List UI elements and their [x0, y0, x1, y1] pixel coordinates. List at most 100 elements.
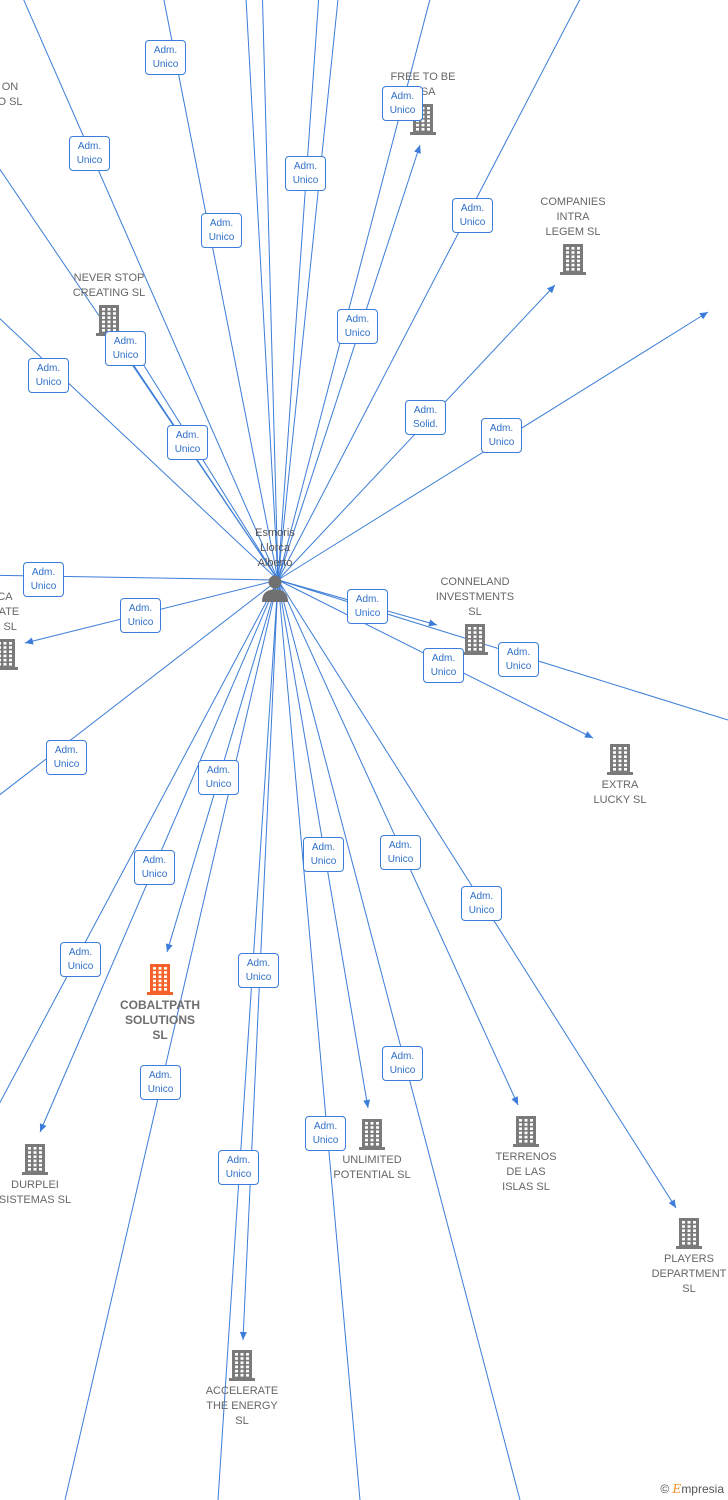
arrowhead: [546, 285, 555, 294]
arrowhead: [239, 1331, 247, 1340]
building-icon: [560, 244, 586, 275]
relationship-edge: [277, 579, 361, 1500]
company-node-c5[interactable]: NEVER STOP CREATING SL: [44, 271, 174, 339]
company-name: PLAYERS DEPARTMENT SL: [651, 1253, 727, 1295]
company-name: ACCELERATE THE ENERGY SL: [205, 1385, 279, 1427]
role-badge[interactable]: Adm. Unico: [145, 40, 186, 75]
company-node-c2[interactable]: FREE TO BE E SA: [358, 70, 488, 138]
role-badge[interactable]: Adm. Unico: [218, 1150, 259, 1185]
arrowhead: [39, 1123, 47, 1132]
role-badge[interactable]: Adm. Unico: [347, 589, 388, 624]
arrowhead: [25, 637, 34, 645]
building-icon: [607, 744, 633, 775]
company-name: ON O SL: [0, 81, 23, 108]
relationship-edge: [23, 0, 279, 581]
company-node-c6[interactable]: CA RATE E SL: [0, 590, 70, 673]
role-badge[interactable]: Adm. Unico: [198, 760, 239, 795]
role-badge[interactable]: Adm. Unico: [380, 835, 421, 870]
role-badge[interactable]: Adm. Solid.: [405, 400, 446, 435]
relationship-edge: [163, 0, 279, 581]
role-badge[interactable]: Adm. Unico: [481, 418, 522, 453]
company-name: COBALTPATH SOLUTIONS SL: [120, 998, 200, 1042]
role-badge[interactable]: Adm. Unico: [452, 198, 493, 233]
company-node-c7[interactable]: CONNELAND INVESTMENTS SL: [410, 575, 540, 658]
role-badge[interactable]: Adm. Unico: [382, 86, 423, 121]
role-badge[interactable]: Adm. Unico: [305, 1116, 346, 1151]
company-node-c3[interactable]: COMPANIES INTRA LEGEM SL: [508, 195, 638, 278]
building-icon: [229, 1350, 255, 1381]
relationship-edge: [0, 579, 279, 796]
role-badge[interactable]: Adm. Unico: [69, 136, 110, 171]
company-name: COMPANIES INTRA LEGEM SL: [540, 196, 606, 238]
relationship-edge: [277, 144, 421, 581]
arrowhead: [363, 1099, 371, 1108]
company-name: UNLIMITED POTENTIAL SL: [333, 1154, 411, 1181]
role-badge[interactable]: Adm. Unico: [46, 740, 87, 775]
arrowhead: [414, 145, 421, 154]
role-badge[interactable]: Adm. Unico: [167, 425, 208, 460]
role-badge[interactable]: Adm. Unico: [337, 309, 378, 344]
company-name: GE ADVIS: [690, 236, 728, 266]
arrowhead: [511, 1096, 518, 1105]
relationship-edge: [262, 0, 279, 581]
company-node-c1[interactable]: ON O SL: [0, 80, 75, 110]
role-badge[interactable]: Adm. Unico: [120, 598, 161, 633]
building-icon: [513, 1116, 539, 1147]
role-badge[interactable]: Adm. Unico: [423, 648, 464, 683]
role-badge[interactable]: Adm. Unico: [140, 1065, 181, 1100]
brand-initial: E: [672, 1482, 682, 1496]
arrowhead: [699, 312, 708, 320]
arrowhead: [165, 943, 173, 952]
company-name: TERRENOS DE LAS ISLAS SL: [495, 1151, 557, 1193]
company-node-c8[interactable]: EXTRA LUCKY SL: [555, 740, 685, 808]
role-badge[interactable]: Adm. Unico: [23, 562, 64, 597]
building-icon: [96, 305, 122, 336]
company-name: NEVER STOP CREATING SL: [72, 272, 146, 299]
company-node-c14[interactable]: ACCELERATE THE ENERGY SL: [177, 1346, 307, 1429]
company-name: CA RATE E SL: [0, 591, 20, 633]
role-badge[interactable]: Adm. Unico: [28, 358, 69, 393]
company-name: EXTRA LUCKY SL: [593, 779, 647, 806]
company-node-c13[interactable]: PLAYERS DEPARTMENT SL: [624, 1214, 728, 1297]
building-icon: [359, 1119, 385, 1150]
building-icon: [676, 1218, 702, 1249]
relationship-edge: [277, 0, 431, 581]
relationship-edge: [0, 318, 279, 581]
company-name: FREE TO BE E SA: [390, 71, 456, 98]
arrowhead: [584, 731, 593, 738]
relationship-edge: [277, 0, 581, 581]
relationship-edge: [0, 579, 279, 1104]
building-icon: [462, 624, 488, 655]
company-node-c10[interactable]: DURPLEI SISTEMAS SL: [0, 1140, 100, 1208]
relationship-edge: [277, 0, 320, 581]
role-badge[interactable]: Adm. Unico: [382, 1046, 423, 1081]
role-badge[interactable]: Adm. Unico: [285, 156, 326, 191]
company-name: CONNELAND INVESTMENTS SL: [435, 576, 515, 618]
arrowhead: [428, 619, 437, 627]
role-badge[interactable]: Adm. Unico: [238, 953, 279, 988]
role-badge[interactable]: Adm. Unico: [105, 331, 146, 366]
company-node-c9[interactable]: COBALTPATH SOLUTIONS SL: [95, 960, 225, 1043]
person-node[interactable]: Esmoris Llorca Alberto: [235, 511, 315, 620]
company-node-c11[interactable]: UNLIMITED POTENTIAL SL: [307, 1115, 437, 1183]
company-node-c4[interactable]: GE ADVIS: [690, 236, 728, 266]
arrowhead: [668, 1199, 676, 1208]
relationship-edge: [64, 579, 279, 1500]
role-badge[interactable]: Adm. Unico: [60, 942, 101, 977]
company-node-c12[interactable]: TERRENOS DE LAS ISLAS SL: [461, 1112, 591, 1195]
role-badge[interactable]: Adm. Unico: [303, 837, 344, 872]
role-badge[interactable]: Adm. Unico: [461, 886, 502, 921]
relationship-edge: [217, 579, 279, 1500]
company-name: DURPLEI SISTEMAS SL: [0, 1179, 72, 1206]
role-badge[interactable]: Adm. Unico: [134, 850, 175, 885]
relationship-edge: [277, 0, 339, 581]
role-badge[interactable]: Adm. Unico: [498, 642, 539, 677]
footer-brand: © Empresia: [660, 1482, 724, 1496]
role-badge[interactable]: Adm. Unico: [201, 213, 242, 248]
relationship-edge: [277, 579, 521, 1500]
building-icon: [22, 1144, 48, 1175]
person-icon: [262, 575, 288, 602]
relationship-edge: [127, 339, 279, 581]
building-icon: [0, 639, 18, 670]
